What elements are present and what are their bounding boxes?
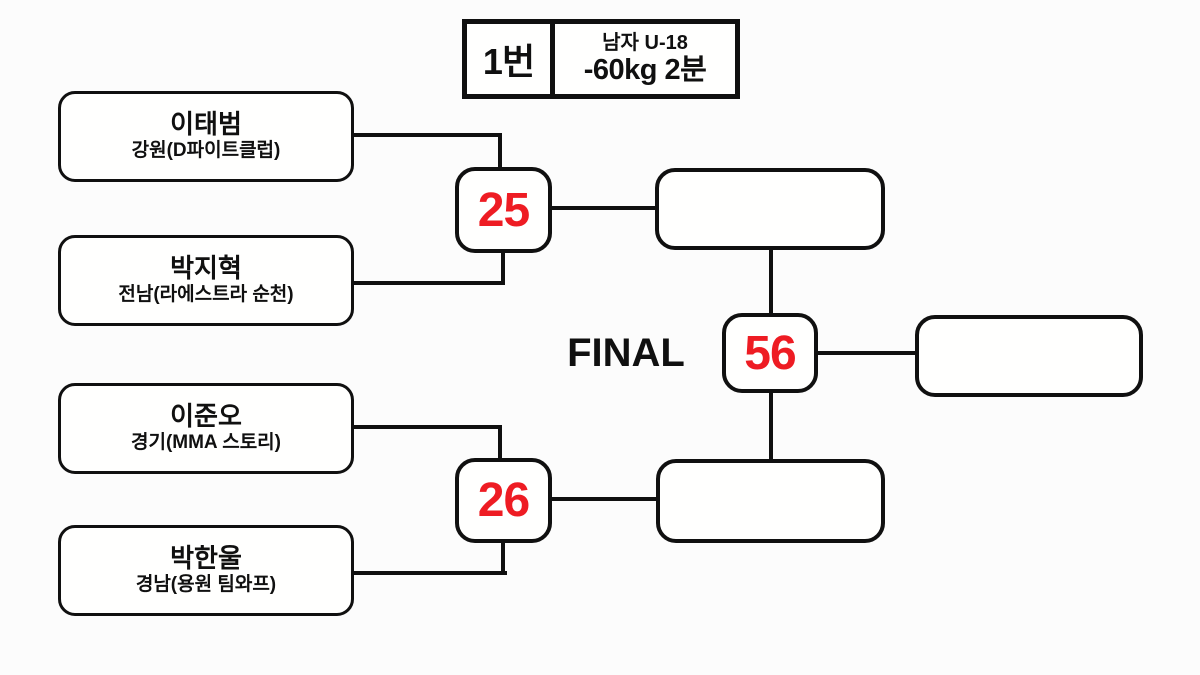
match-header: 1번 남자 U-18 -60kg 2분	[462, 19, 740, 99]
player-box-4: 박한울 경남(용원 팀와프)	[58, 525, 354, 616]
player-team: 경남(용원 팀와프)	[135, 574, 277, 596]
connector-line	[352, 571, 507, 575]
champion-slot	[915, 315, 1143, 397]
match-56-box: 56	[722, 313, 818, 393]
match-number: 25	[477, 183, 530, 237]
player-name: 박지혁	[170, 253, 242, 284]
connector-line	[498, 425, 502, 461]
player-box-2: 박지혁 전남(라에스트라 순천)	[58, 235, 354, 326]
connector-line	[352, 133, 502, 137]
player-team: 강원(D파이트클럽)	[131, 140, 281, 162]
semifinal-winner-slot-bottom	[656, 459, 885, 543]
division-label: 남자 U-18	[602, 31, 688, 54]
match-number-cell: 1번	[467, 24, 555, 94]
player-name: 이준오	[170, 401, 242, 432]
connector-line	[550, 497, 658, 501]
player-box-1: 이태범 강원(D파이트클럽)	[58, 91, 354, 182]
connector-line	[352, 425, 502, 429]
player-box-3: 이준오 경기(MMA 스토리)	[58, 383, 354, 474]
final-label: FINAL	[567, 331, 685, 375]
connector-line	[352, 281, 505, 285]
match-number: 56	[744, 326, 796, 380]
connector-line	[550, 206, 657, 210]
division-cell: 남자 U-18 -60kg 2분	[555, 24, 735, 94]
player-name: 이태범	[170, 109, 242, 140]
connector-line	[501, 250, 505, 284]
player-team: 전남(라에스트라 순천)	[118, 284, 294, 306]
semifinal-winner-slot-top	[655, 168, 885, 250]
player-name: 박한울	[170, 543, 242, 574]
connector-line	[816, 351, 917, 355]
match-25-box: 25	[455, 167, 552, 253]
player-team: 경기(MMA 스토리)	[130, 432, 281, 454]
connector-line	[498, 133, 502, 170]
connector-line	[501, 540, 505, 574]
match-26-box: 26	[455, 458, 552, 543]
weight-duration-label: -60kg 2분	[583, 53, 707, 86]
match-number: 26	[477, 474, 530, 527]
connector-line	[769, 249, 773, 315]
connector-line	[769, 392, 773, 461]
